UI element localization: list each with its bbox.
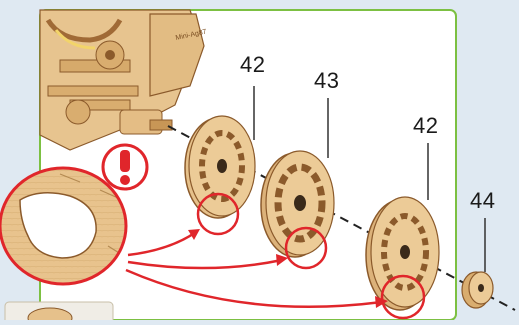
part-44-washer bbox=[462, 272, 493, 308]
gear-42-left bbox=[185, 116, 255, 218]
callout-44: 44 bbox=[470, 188, 495, 214]
callout-42-right: 42 bbox=[413, 113, 438, 139]
gear-43 bbox=[261, 151, 334, 257]
thumbnail-preview bbox=[5, 302, 113, 320]
gear-42-right bbox=[366, 197, 439, 310]
callout-42-left: 42 bbox=[240, 52, 265, 78]
exclamation-icon bbox=[103, 145, 147, 189]
callout-43: 43 bbox=[314, 68, 339, 94]
